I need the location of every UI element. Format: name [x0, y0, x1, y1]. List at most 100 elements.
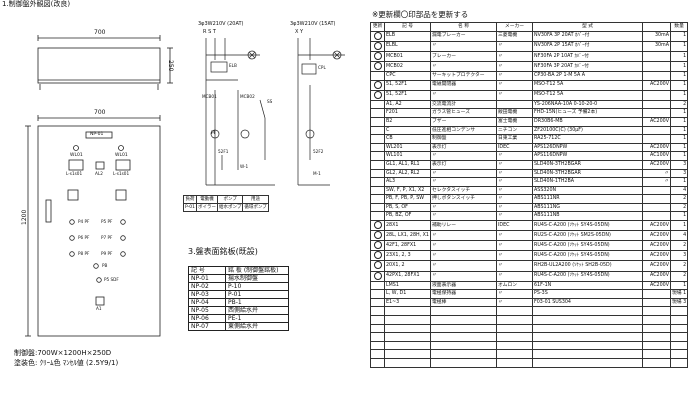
parts-maker: 〃 — [496, 151, 533, 161]
parts-code: ELB — [384, 30, 431, 42]
parts-maker: IDEC — [496, 142, 533, 153]
left-phase-label: R S T — [203, 29, 216, 35]
load-legend-table: 負荷 電動機 ポンプ 用途 P-01 ボイラー 給水ポンプ 循環ポンプ — [183, 195, 269, 212]
parts-rating — [642, 349, 671, 359]
parts-rating: AC200V — [642, 250, 671, 262]
parts-update-mark — [370, 50, 385, 62]
parts-name: ブザー — [430, 116, 497, 127]
parts-update-mark — [370, 297, 385, 308]
parts-row — [370, 315, 689, 325]
parts-qty: 1 — [669, 70, 689, 81]
parts-model: PS-3S — [532, 289, 643, 299]
switch-label: P5 PF — [101, 219, 113, 224]
parts-qty: 1 — [669, 280, 689, 291]
update-circle-icon — [373, 261, 382, 270]
parts-update-mark — [370, 30, 385, 42]
parts-update-mark — [370, 194, 385, 204]
front-width-dimension: 700 — [94, 109, 106, 116]
update-circle-icon — [373, 62, 382, 70]
parts-model: ABS111NG — [532, 202, 643, 213]
right-source-label: 3φ3W210V (15AT) — [290, 21, 336, 27]
parts-rating — [642, 125, 671, 136]
update-circle-icon — [373, 251, 382, 260]
nameplate-code: NP-03 — [188, 290, 226, 299]
panel-front-view — [25, 115, 161, 337]
parts-row: 42F1, 28FX1〃〃RU4S-C-A200 (ｿｹｯﾄ SY4S-05DN… — [370, 240, 689, 252]
parts-model: ASS320N — [532, 185, 643, 196]
parts-model: YS-206NAA-10A 0-10-20-0 — [532, 99, 643, 110]
parts-header-cell: メーカー — [496, 22, 533, 32]
parts-maker: 〃 — [496, 194, 533, 204]
parts-qty: 4 — [669, 230, 689, 242]
front-nameplate-label: NP-01 — [90, 132, 104, 137]
parts-qty: 1 — [669, 220, 689, 232]
parts-qty — [669, 357, 689, 368]
parts-name: 〃 — [430, 89, 497, 101]
parts-name: 〃 — [430, 250, 497, 262]
parts-code: 51, 52F1 — [384, 79, 431, 91]
parts-rating — [642, 323, 671, 334]
parts-rating: AC200V — [642, 79, 671, 91]
parts-row: GL2, AL2, RL2〃〃SLD40N-3TH2BGAR〃3 — [370, 168, 689, 179]
legend-head-cell: 電動機 — [195, 195, 218, 204]
parts-model: RU4S-C-A200 (ｿｹｯﾄ SY4S-05DN) — [532, 250, 643, 262]
parts-update-mark — [370, 332, 385, 342]
parts-maker: IDEC — [496, 220, 533, 232]
parts-qty: 2 — [669, 270, 689, 282]
front-height-dimension: 1200 — [21, 209, 28, 225]
parts-name: ガラス管ヒューズ — [430, 108, 497, 118]
update-circle-icon — [373, 81, 382, 89]
parts-code: F201 — [384, 108, 431, 118]
right-phase-label: X Y — [295, 29, 304, 35]
parts-name: 低圧進相コンデンサ — [430, 125, 497, 136]
parts-maker: 飯田電機 — [496, 108, 533, 118]
parts-update-mark — [370, 315, 385, 325]
parts-header-cell: 更新 — [370, 22, 385, 32]
parts-model: APS126DNPW — [532, 142, 643, 153]
parts-name: 〃 — [430, 270, 497, 282]
circuit-label: 52F1 — [218, 149, 229, 154]
circuit-label: M-1 — [313, 171, 321, 176]
parts-code: MCB02 — [384, 60, 431, 72]
parts-update-mark — [370, 357, 385, 368]
parts-header-cell — [642, 22, 671, 32]
parts-name: セレクタスイッチ — [430, 185, 497, 196]
update-circle-icon — [373, 241, 382, 250]
parts-rating: AC200V — [642, 220, 671, 232]
parts-row — [370, 340, 689, 351]
parts-rating: AC200V — [642, 142, 671, 153]
update-circle-icon — [373, 42, 382, 50]
nameplate-header-code: 記 号 — [188, 266, 226, 275]
parts-rating: AC100V — [642, 151, 671, 161]
parts-row: 42PX1, 28FX1〃〃RU4S-C-A200 (ｿｹｯﾄ SY4S-05D… — [370, 270, 689, 282]
parts-maker: 〃 — [496, 270, 533, 282]
parts-code: B2 — [384, 116, 431, 127]
meter-label-right: L-s1s01 — [113, 171, 130, 176]
parts-maker — [496, 349, 533, 359]
parts-maker: 〃 — [496, 177, 533, 187]
parts-rating — [642, 89, 671, 101]
parts-qty — [669, 306, 689, 316]
circuit-label: MCB01 — [202, 94, 217, 99]
parts-model: NV30FA 3P 20AT ｶﾊﾞｰ付 — [532, 30, 643, 42]
parts-code: 28X1 — [384, 220, 431, 232]
parts-model: 61F-1N — [532, 280, 643, 291]
nameplate-code: NP-05 — [188, 306, 226, 315]
parts-update-mark — [370, 125, 385, 136]
parts-name: 〃 — [430, 260, 497, 272]
parts-maker: 〃 — [496, 168, 533, 179]
parts-maker: 〃 — [496, 202, 533, 213]
parts-row: 28L, LX1, 28H, X1〃〃RU2S-C-A200 (ｿｹｯﾄ SM2… — [370, 230, 689, 242]
parts-maker: 〃 — [496, 240, 533, 252]
parts-qty: 1 — [669, 108, 689, 118]
